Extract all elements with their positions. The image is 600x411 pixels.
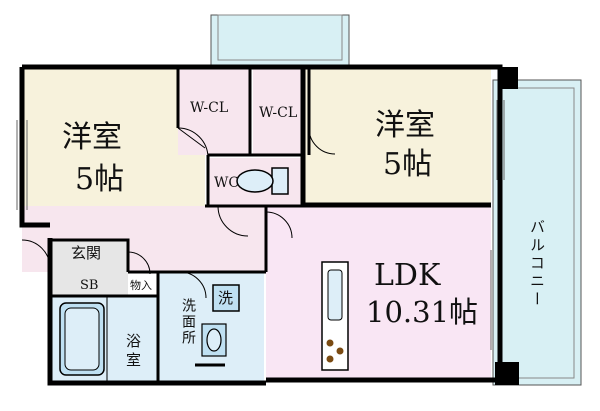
western-room-left-name: 洋室 (62, 120, 122, 155)
wcl-left-area (178, 67, 250, 155)
western-room-right-size: 5帖 (383, 147, 432, 182)
western-room-right-name: 洋室 (375, 108, 435, 143)
bath-label: 浴室 (124, 333, 142, 371)
sink-icon (201, 323, 227, 357)
toilet-icon (236, 167, 289, 195)
ldk-name: LDK (374, 258, 441, 293)
entrance-label: 玄関 (71, 244, 101, 262)
kitchen-counter (321, 261, 349, 371)
washroom-label: 洗面所 (180, 298, 196, 346)
western-room-left-size: 5帖 (75, 162, 124, 197)
washer-box (212, 284, 240, 312)
bathtub (59, 302, 105, 376)
right-balcony (492, 79, 582, 386)
ldk-size: 10.31帖 (366, 295, 478, 329)
balcony-label: バルコニー (528, 219, 546, 309)
wcl-right-area (253, 67, 309, 155)
entrance-area (50, 240, 128, 295)
shoe-box-label: SB (80, 278, 98, 293)
wcl-left-label: W-CL (190, 100, 228, 116)
western-room-left (22, 67, 205, 225)
wc-label: WC (214, 175, 239, 191)
top-balcony (210, 14, 350, 68)
storage-label: 物入 (130, 278, 152, 292)
western-room-right (303, 67, 491, 205)
wcl-right-label: W-CL (259, 105, 297, 121)
ldk-area (266, 206, 491, 381)
washer-label: 洗 (218, 289, 233, 307)
